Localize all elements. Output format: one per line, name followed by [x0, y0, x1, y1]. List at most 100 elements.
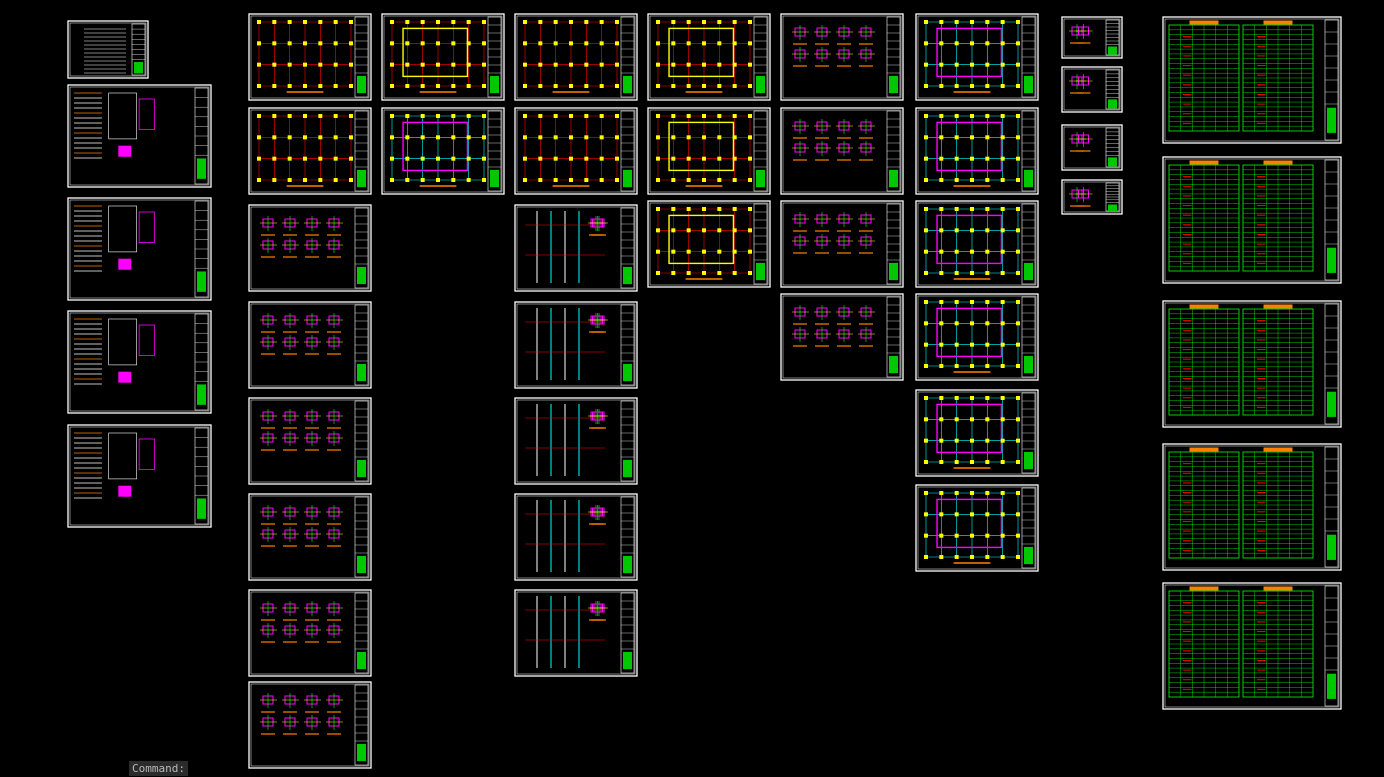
drawing-sheet-footing-detail[interactable] — [248, 204, 372, 292]
drawing-sheet-beam-detail[interactable] — [780, 200, 904, 288]
sheet-content-rebar-schedule — [1168, 20, 1314, 132]
title-block — [194, 87, 209, 185]
title-block — [620, 207, 635, 289]
title-block — [886, 296, 901, 378]
drawing-sheet-floor-plan[interactable] — [647, 107, 771, 195]
title-block — [194, 313, 209, 411]
drawing-sheet-slab-plan[interactable] — [915, 13, 1039, 101]
sheet-content-rebar-schedule — [1168, 586, 1314, 698]
drawing-sheet-slab-plan[interactable] — [915, 293, 1039, 381]
title-block — [354, 684, 369, 766]
title-block — [1324, 585, 1339, 707]
sheet-content-column-elevation — [525, 211, 608, 283]
drawing-sheet-column-elevation[interactable] — [514, 204, 638, 292]
sheet-content-floor-plan — [656, 20, 752, 93]
sheet-content-rebar-schedule — [1168, 304, 1314, 416]
drawing-sheet-general-notes[interactable] — [67, 310, 212, 414]
title-block — [354, 496, 369, 578]
title-block — [886, 203, 901, 285]
drawing-sheet-beam-detail[interactable] — [780, 293, 904, 381]
sheet-content-floor-plan — [656, 207, 752, 280]
title-block — [1324, 446, 1339, 568]
drawing-sheet-column-elevation[interactable] — [514, 397, 638, 485]
sheet-content-foundation-plan — [257, 20, 353, 93]
sheet-content-slab-plan — [924, 20, 1020, 93]
title-block — [620, 16, 635, 98]
title-block — [1105, 127, 1120, 168]
drawing-sheet-slab-plan[interactable] — [915, 107, 1039, 195]
drawing-sheet-floor-plan[interactable] — [647, 13, 771, 101]
title-block — [1021, 16, 1036, 98]
drawing-sheet-footing-detail[interactable] — [248, 397, 372, 485]
drawing-sheet-rebar-schedule[interactable] — [1162, 300, 1342, 428]
title-block — [487, 110, 502, 192]
title-block — [354, 400, 369, 482]
drawing-sheet-rebar-schedule[interactable] — [1162, 582, 1342, 710]
sheet-content-column-elevation — [525, 308, 608, 380]
title-block — [1324, 19, 1339, 141]
title-block — [1021, 392, 1036, 474]
sheet-content-floor-plan — [390, 20, 486, 93]
drawing-sheet-slab-plan[interactable] — [915, 200, 1039, 288]
drawing-sheet-small-detail[interactable] — [1061, 179, 1123, 215]
drawing-sheet-foundation-plan[interactable] — [514, 107, 638, 195]
drawing-sheet-column-elevation[interactable] — [514, 301, 638, 389]
sheet-content-footing-detail — [260, 409, 343, 451]
drawing-sheet-foundation-plan[interactable] — [248, 107, 372, 195]
sheet-content-column-elevation — [525, 404, 608, 476]
drawing-sheet-floor-plan[interactable] — [381, 13, 505, 101]
drawing-sheet-rebar-schedule[interactable] — [1162, 156, 1342, 284]
drawing-sheet-beam-detail[interactable] — [248, 589, 372, 677]
title-block — [1021, 110, 1036, 192]
drawing-sheet-cover-index[interactable] — [67, 20, 149, 79]
sheet-content-slab-plan — [924, 491, 1020, 564]
drawing-sheet-beam-detail[interactable] — [780, 107, 904, 195]
drawing-sheet-general-notes[interactable] — [67, 424, 212, 528]
drawing-sheet-rebar-schedule[interactable] — [1162, 16, 1342, 144]
title-block — [753, 16, 768, 98]
sheet-content-beam-detail — [792, 305, 875, 347]
title-block — [487, 16, 502, 98]
drawing-sheet-floor-plan[interactable] — [647, 200, 771, 288]
title-block — [1021, 487, 1036, 569]
drawing-sheet-general-notes[interactable] — [67, 197, 212, 301]
sheet-content-general-notes — [74, 92, 155, 159]
drawing-sheet-slab-plan[interactable] — [915, 484, 1039, 572]
drawing-sheet-beam-detail[interactable] — [780, 13, 904, 101]
sheet-content-small-detail — [1069, 24, 1093, 44]
sheet-content-general-notes — [74, 318, 155, 385]
drawing-sheet-slab-plan[interactable] — [915, 389, 1039, 477]
drawing-sheet-foundation-plan[interactable] — [248, 13, 372, 101]
title-block — [1324, 159, 1339, 281]
drawing-sheet-foundation-plan[interactable] — [514, 13, 638, 101]
drawing-sheet-small-detail[interactable] — [1061, 66, 1123, 113]
sheet-content-beam-detail — [260, 601, 343, 643]
title-block — [131, 23, 146, 76]
title-block — [354, 304, 369, 386]
sheet-content-floor-plan — [656, 114, 752, 187]
title-block — [1021, 203, 1036, 285]
sheet-content-footing-detail — [260, 313, 343, 355]
command-line[interactable]: Command: — [129, 761, 188, 776]
drawing-sheet-beam-detail[interactable] — [248, 681, 372, 769]
title-block — [620, 110, 635, 192]
drawing-sheet-footing-detail[interactable] — [248, 301, 372, 389]
drawing-sheet-rebar-schedule[interactable] — [1162, 443, 1342, 571]
title-block — [620, 400, 635, 482]
sheet-content-beam-detail — [792, 119, 875, 161]
drawing-sheet-slab-plan[interactable] — [381, 107, 505, 195]
sheet-content-rebar-schedule — [1168, 160, 1314, 272]
drawing-sheet-footing-detail[interactable] — [248, 493, 372, 581]
drawing-sheet-small-detail[interactable] — [1061, 124, 1123, 171]
title-block — [1105, 69, 1120, 110]
sheet-content-slab-plan — [924, 300, 1020, 373]
title-block — [354, 207, 369, 289]
sheet-content-beam-detail — [792, 25, 875, 67]
drawing-sheet-general-notes[interactable] — [67, 84, 212, 188]
sheet-content-small-detail — [1069, 74, 1093, 94]
drawing-sheet-small-detail[interactable] — [1061, 16, 1123, 59]
drawing-sheet-column-elevation[interactable] — [514, 493, 638, 581]
title-block — [1105, 182, 1120, 212]
drawing-sheet-column-elevation[interactable] — [514, 589, 638, 677]
